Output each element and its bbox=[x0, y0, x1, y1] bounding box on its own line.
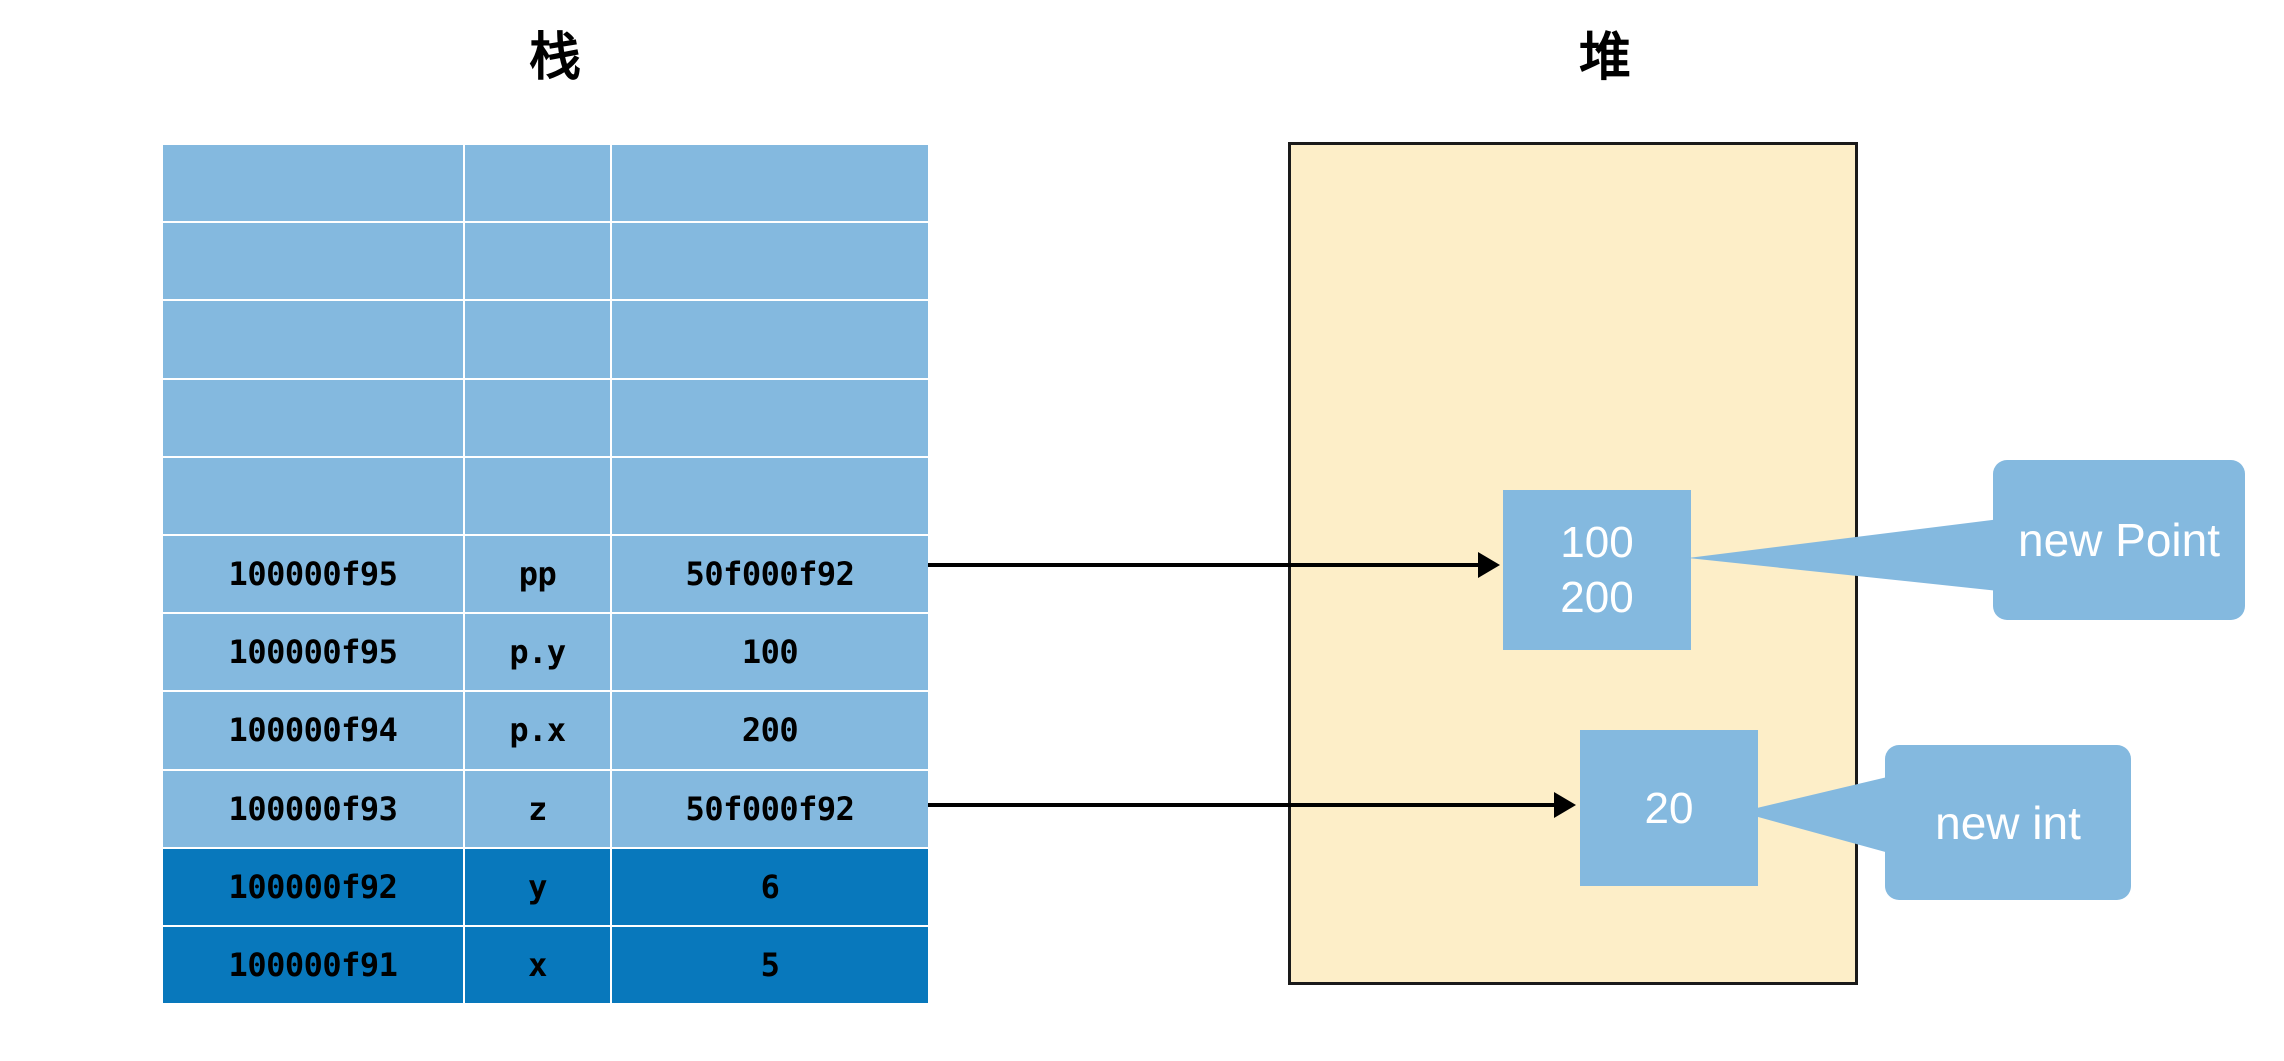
callout-new-point[interactable]: new Point bbox=[1993, 460, 2245, 620]
table-row bbox=[163, 301, 928, 380]
cell-address: 100000f91 bbox=[163, 926, 465, 1004]
cell-value bbox=[612, 379, 928, 456]
heap-object-point: 100 200 bbox=[1503, 490, 1691, 650]
cell-address bbox=[163, 379, 465, 456]
cell-name bbox=[465, 457, 612, 534]
cell-name: p.y bbox=[465, 614, 612, 691]
cell-name bbox=[465, 145, 612, 222]
cell-address bbox=[163, 223, 465, 300]
arrow-pp-to-point-line bbox=[928, 563, 1482, 567]
cell-value bbox=[612, 145, 928, 222]
cell-address: 100000f95 bbox=[163, 535, 465, 613]
cell-value: 6 bbox=[612, 848, 928, 925]
table-row bbox=[163, 145, 928, 224]
cell-name bbox=[465, 379, 612, 456]
cell-name: p.x bbox=[465, 692, 612, 769]
cell-value bbox=[612, 301, 928, 378]
callout-new-int-label: new int bbox=[1935, 796, 2081, 849]
heap-object-int-value: 20 bbox=[1644, 783, 1694, 833]
cell-name: pp bbox=[465, 535, 612, 613]
callout-tail-new-point-icon bbox=[1688, 518, 2008, 592]
table-row bbox=[163, 457, 928, 536]
table-row: 100000f93 z 50f000f92 bbox=[163, 770, 928, 849]
callout-new-int[interactable]: new int bbox=[1885, 745, 2131, 900]
cell-value: 50f000f92 bbox=[612, 770, 928, 847]
stack-table: 100000f95 pp 50f000f92 100000f95 p.y 100… bbox=[163, 145, 928, 1004]
callout-new-point-label: new Point bbox=[2017, 514, 2220, 566]
table-row: 100000f95 p.y 100 bbox=[163, 614, 928, 693]
arrow-pp-to-point-head-icon bbox=[1478, 552, 1500, 578]
cell-name bbox=[465, 301, 612, 378]
cell-name bbox=[465, 223, 612, 300]
table-row: 100000f91 x 5 bbox=[163, 926, 928, 1004]
table-row bbox=[163, 223, 928, 302]
heap-title: 堆 bbox=[1578, 28, 1631, 88]
arrow-z-to-int-line bbox=[928, 803, 1558, 807]
cell-value: 200 bbox=[612, 692, 928, 769]
table-row: 100000f92 y 6 bbox=[163, 848, 928, 927]
cell-value: 100 bbox=[612, 614, 928, 691]
heap-object-point-value-x: 100 bbox=[1560, 518, 1634, 567]
cell-address: 100000f94 bbox=[163, 692, 465, 769]
cell-address bbox=[163, 301, 465, 378]
cell-address: 100000f95 bbox=[163, 614, 465, 691]
cell-value bbox=[612, 457, 928, 534]
cell-name: z bbox=[465, 770, 612, 847]
cell-value: 5 bbox=[612, 926, 928, 1004]
callout-tail-new-int-icon bbox=[1740, 774, 1900, 856]
arrow-z-to-int-head-icon bbox=[1554, 792, 1576, 818]
cell-value: 50f000f92 bbox=[612, 535, 928, 613]
stack-title: 栈 bbox=[528, 28, 581, 88]
heap-object-point-value-y: 200 bbox=[1560, 573, 1634, 622]
table-row: 100000f94 p.x 200 bbox=[163, 692, 928, 771]
cell-address bbox=[163, 457, 465, 534]
cell-address bbox=[163, 145, 465, 222]
heap-object-int: 20 bbox=[1580, 730, 1758, 886]
cell-address: 100000f92 bbox=[163, 848, 465, 925]
cell-address: 100000f93 bbox=[163, 770, 465, 847]
cell-name: y bbox=[465, 848, 612, 925]
cell-name: x bbox=[465, 926, 612, 1004]
cell-value bbox=[612, 223, 928, 300]
table-row bbox=[163, 379, 928, 458]
table-row: 100000f95 pp 50f000f92 bbox=[163, 535, 928, 615]
